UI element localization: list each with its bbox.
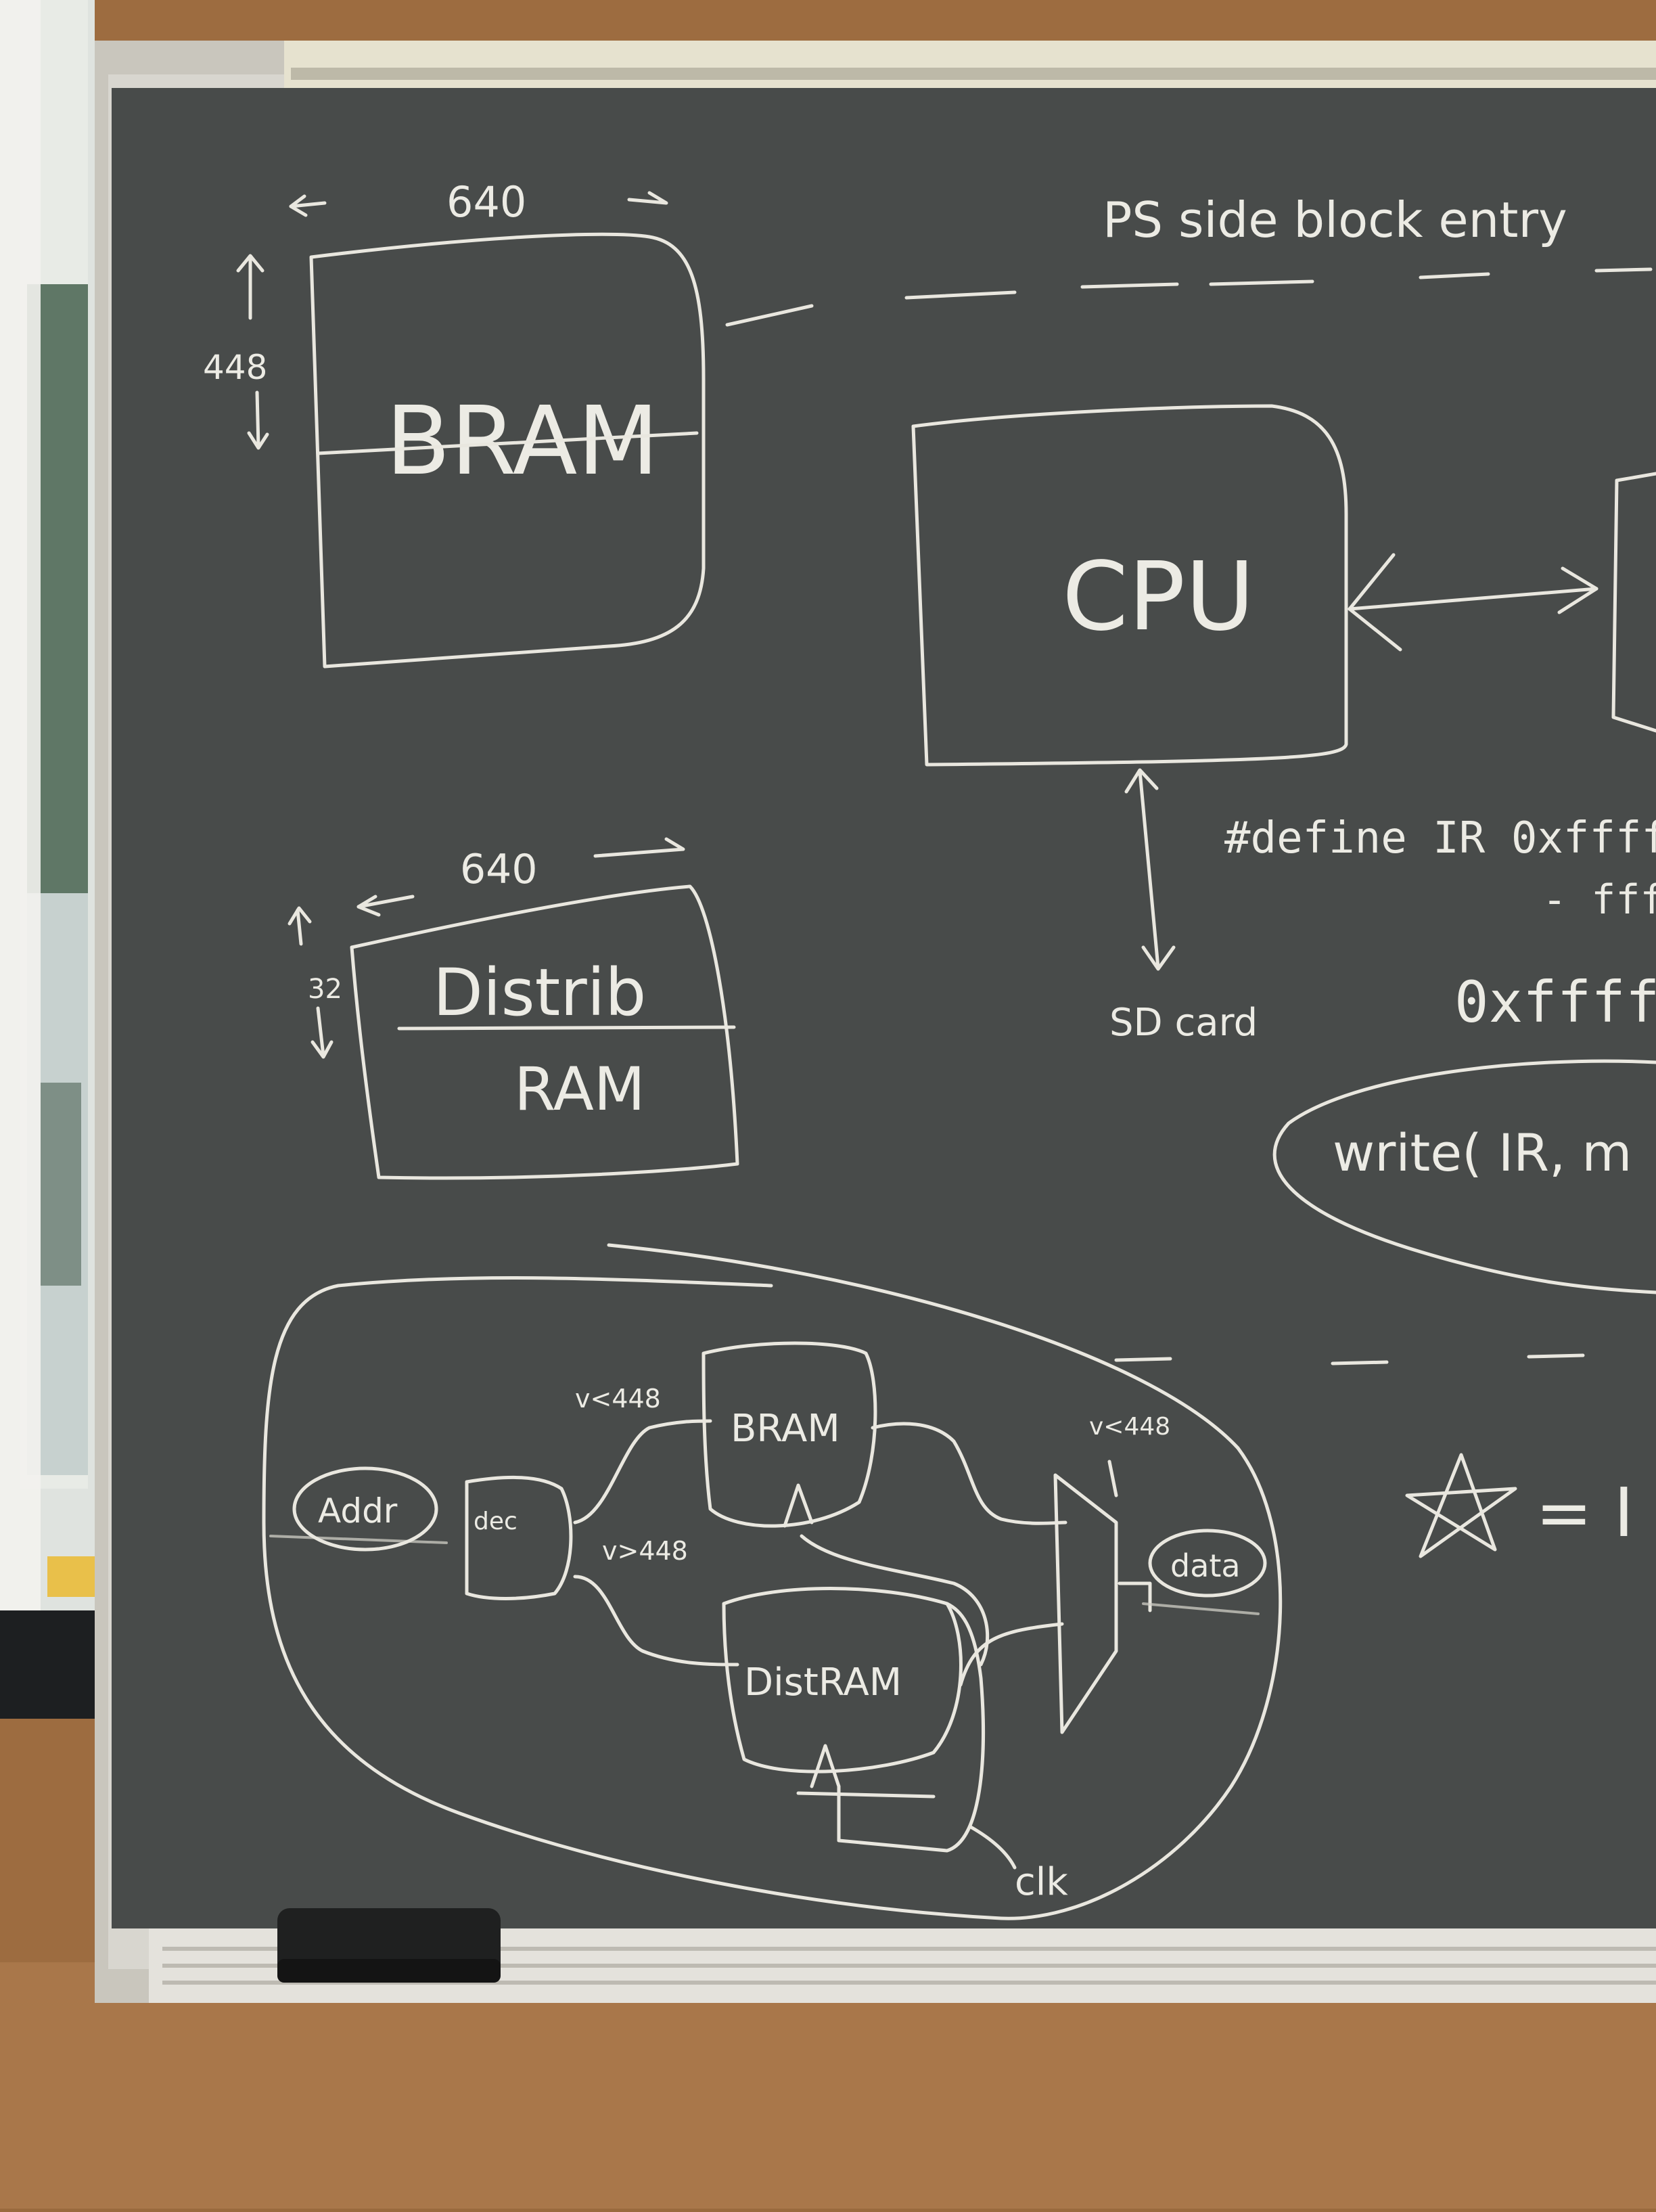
svg-text:Addr: Addr — [318, 1491, 398, 1531]
svg-text:0xffffE: 0xffffE — [1454, 969, 1656, 1035]
svg-text:BRAM: BRAM — [731, 1407, 840, 1451]
cpu-block: CPU SD card — [911, 404, 1656, 1045]
heading-text: PS side block entry — [1103, 191, 1567, 248]
define-notes: #define IR 0xffff - fff 0xffffE — [1224, 813, 1656, 1035]
bram-block: 640 448 BRAM — [203, 177, 706, 669]
star-note: = I — [1405, 1453, 1634, 1558]
svg-text:#define IR 0xffff: #define IR 0xffff — [1224, 813, 1656, 863]
svg-text:write( IR, m: write( IR, m — [1333, 1123, 1632, 1183]
dashed-divider-top — [725, 267, 1653, 327]
svg-text:640: 640 — [446, 177, 526, 227]
distrib-ram-block: 640 32 Distrib RAM — [288, 837, 739, 1180]
svg-text:CPU: CPU — [1062, 542, 1255, 652]
svg-text:448: 448 — [203, 348, 267, 387]
svg-text:v<448: v<448 — [575, 1384, 661, 1414]
svg-text:v>448: v>448 — [602, 1536, 688, 1566]
svg-text:- fff: - fff — [1542, 876, 1656, 924]
svg-text:clk: clk — [1015, 1860, 1068, 1904]
write-call-bubble: write( IR, m — [1272, 1059, 1656, 1294]
svg-text:dec: dec — [474, 1508, 518, 1535]
svg-text:SD card: SD card — [1109, 1001, 1258, 1045]
svg-text:v<448: v<448 — [1089, 1413, 1170, 1441]
svg-text:data: data — [1170, 1548, 1241, 1584]
window — [0, 0, 95, 1624]
svg-text:Distrib: Distrib — [433, 955, 646, 1031]
memory-mux-diagram: Addr dec v<448 v>448 BRAM DistRAM clk v<… — [262, 1243, 1283, 1920]
dashed-divider-middle — [1114, 1353, 1585, 1365]
svg-text:DistRAM: DistRAM — [744, 1661, 902, 1705]
svg-text:RAM: RAM — [514, 1054, 645, 1124]
svg-text:= I: = I — [1536, 1473, 1634, 1552]
svg-text:640: 640 — [460, 846, 538, 893]
svg-text:32: 32 — [308, 974, 342, 1005]
